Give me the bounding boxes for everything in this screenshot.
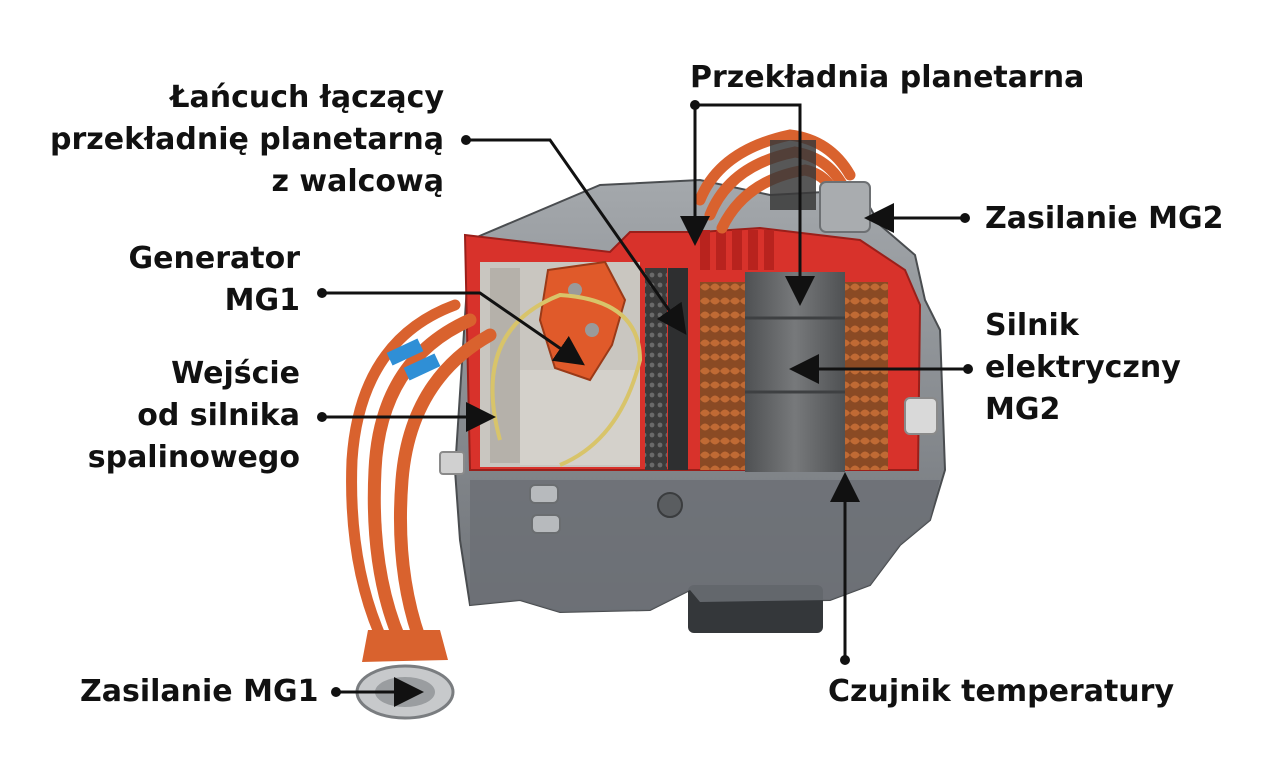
sensor-wire: [490, 292, 643, 467]
leader-planetary: [680, 100, 815, 306]
leader-temp-sensor: [830, 472, 860, 665]
label-motor-line-1: Silnik: [985, 308, 1079, 343]
mg1-cables: [346, 299, 497, 647]
label-engine-input: Wejście od silnika spalinowego: [88, 353, 300, 479]
leader-motor: [789, 354, 973, 384]
label-motor: Silnik elektryczny MG2: [985, 305, 1181, 431]
label-motor-line-3: MG2: [985, 392, 1061, 427]
label-generator-line-1: Generator: [128, 241, 300, 276]
coolant-nozzles: [529, 484, 561, 534]
label-chain-line-1: Łańcuch łączący: [170, 80, 444, 115]
leader-chain: [461, 135, 687, 335]
label-planetary-line-1: Przekładnia planetarna: [690, 60, 1085, 95]
label-chain: Łańcuch łączący przekładnię planetarną z…: [50, 77, 444, 203]
label-generator: Generator MG1: [129, 238, 300, 322]
label-motor-line-2: elektryczny: [985, 350, 1181, 385]
label-temp-sensor: Czujnik temperatury: [828, 671, 1174, 713]
label-chain-line-3: z walcową: [271, 164, 445, 199]
leader-mg2-power: [864, 203, 970, 233]
label-engine-input-line-1: Wejście: [171, 356, 300, 391]
leader-engine-input: [317, 402, 496, 432]
motor-mg2-stator: [700, 282, 888, 470]
label-engine-input-line-3: spalinowego: [87, 440, 300, 475]
label-mg1-power: Zasilanie MG1: [80, 671, 318, 713]
leader-mg1-power: [331, 677, 424, 707]
leader-generator: [317, 288, 585, 366]
label-generator-line-2: MG1: [224, 283, 300, 318]
label-engine-input-line-2: od silnika: [137, 398, 300, 433]
label-chain-line-2: przekładnię planetarną: [50, 122, 444, 157]
label-mg2-power-line-1: Zasilanie MG2: [985, 201, 1224, 236]
sensor-connector: [904, 397, 938, 435]
label-mg1-power-line-1: Zasilanie MG1: [80, 674, 319, 709]
label-mg2-power: Zasilanie MG2: [985, 198, 1223, 240]
label-temp-sensor-line-1: Czujnik temperatury: [828, 674, 1175, 709]
label-planetary: Przekładnia planetarna: [690, 57, 1084, 99]
